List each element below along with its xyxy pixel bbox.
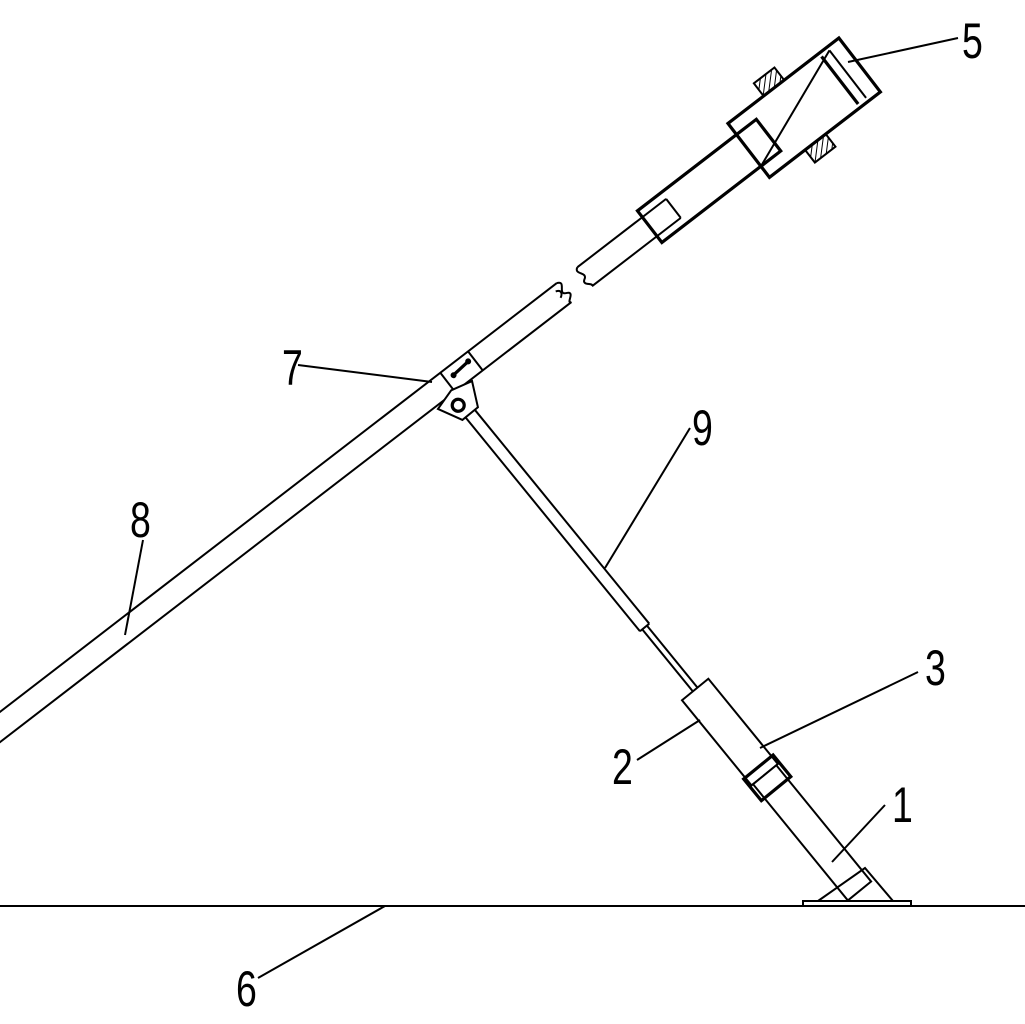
joint-bracket [439,350,484,393]
leader-lines [124,37,959,979]
upper-pole-and-clamp [575,35,883,288]
hatched-nut-top [752,66,786,98]
pivot-pin [450,397,466,413]
collar-3 [741,752,794,803]
cylinder-1 [751,763,873,902]
cylinder-2 [680,677,780,787]
label-part-7: 7 [282,341,303,396]
label-part-9: 9 [692,401,713,456]
label-part-5: 5 [962,14,983,69]
label-part-6: 6 [236,962,257,1017]
label-part-1: 1 [892,778,913,833]
main-pole [0,35,883,750]
label-part-2: 2 [612,740,633,795]
hatched-nut-bottom [803,132,837,164]
brace-assembly [436,379,873,902]
label-part-8: 8 [130,493,151,548]
label-part-3: 3 [925,641,946,696]
base-foot [802,866,912,907]
